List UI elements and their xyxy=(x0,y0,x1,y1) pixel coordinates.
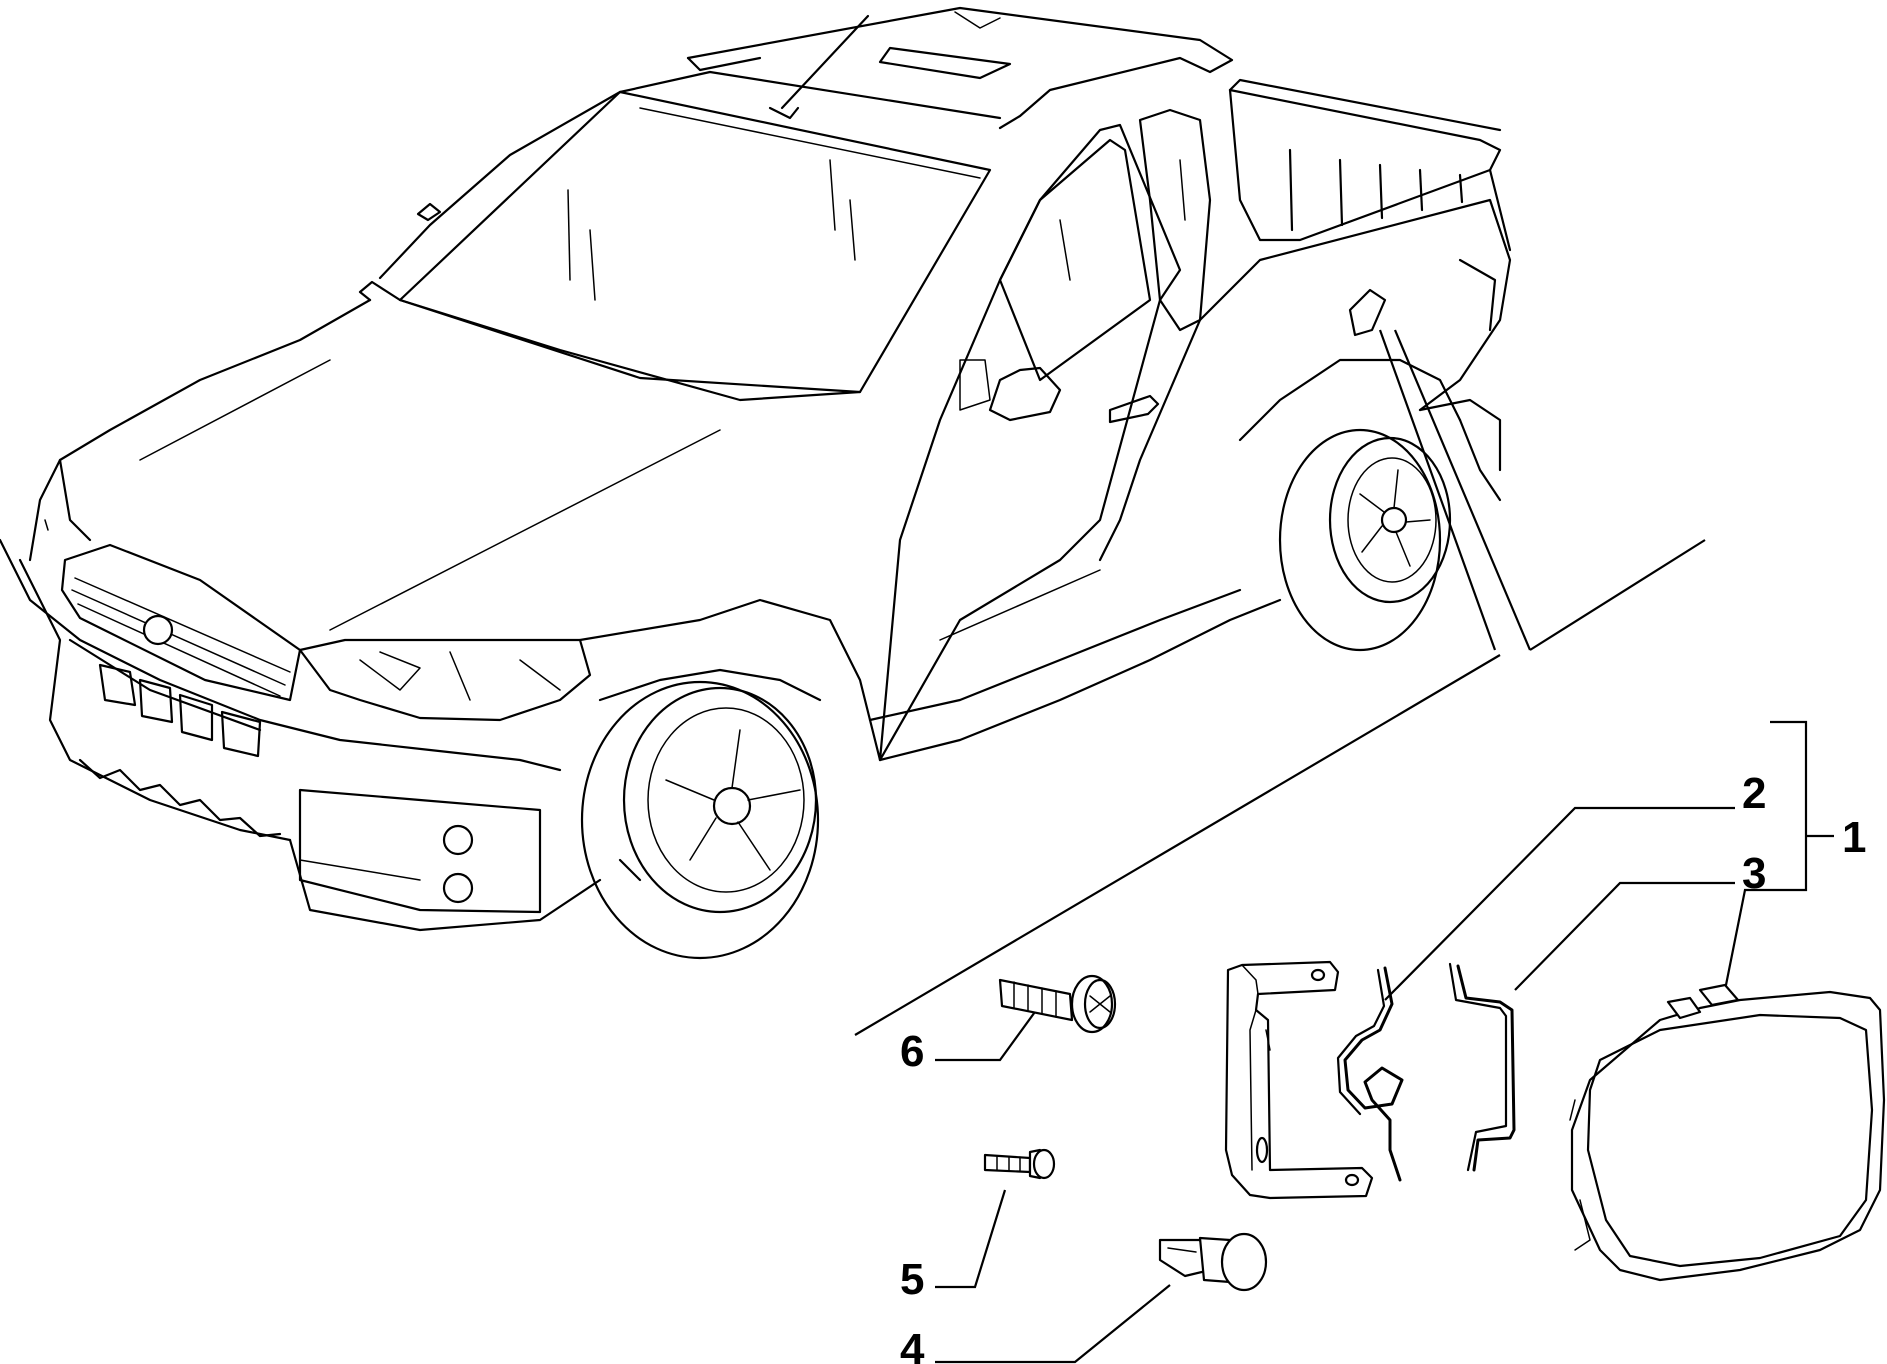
part-5-bolt xyxy=(983,1148,1056,1180)
callout-6: 6 xyxy=(900,1027,924,1076)
leader-lines xyxy=(854,329,1834,1364)
hinge-bracket xyxy=(1224,960,1374,1200)
callout-1: 1 xyxy=(1842,813,1866,862)
part-3-rod xyxy=(1448,962,1516,1172)
callout-5: 5 xyxy=(900,1255,924,1304)
callout-2: 2 xyxy=(1742,769,1766,818)
part-4-clip xyxy=(1158,1232,1268,1292)
callout-3: 3 xyxy=(1742,849,1766,898)
callout-4: 4 xyxy=(900,1325,925,1364)
pickup-truck-illustration xyxy=(0,6,1512,960)
part-2-spring xyxy=(1336,966,1404,1182)
part-6-screw xyxy=(998,974,1117,1034)
part-1-fuel-cap xyxy=(1569,983,1886,1282)
